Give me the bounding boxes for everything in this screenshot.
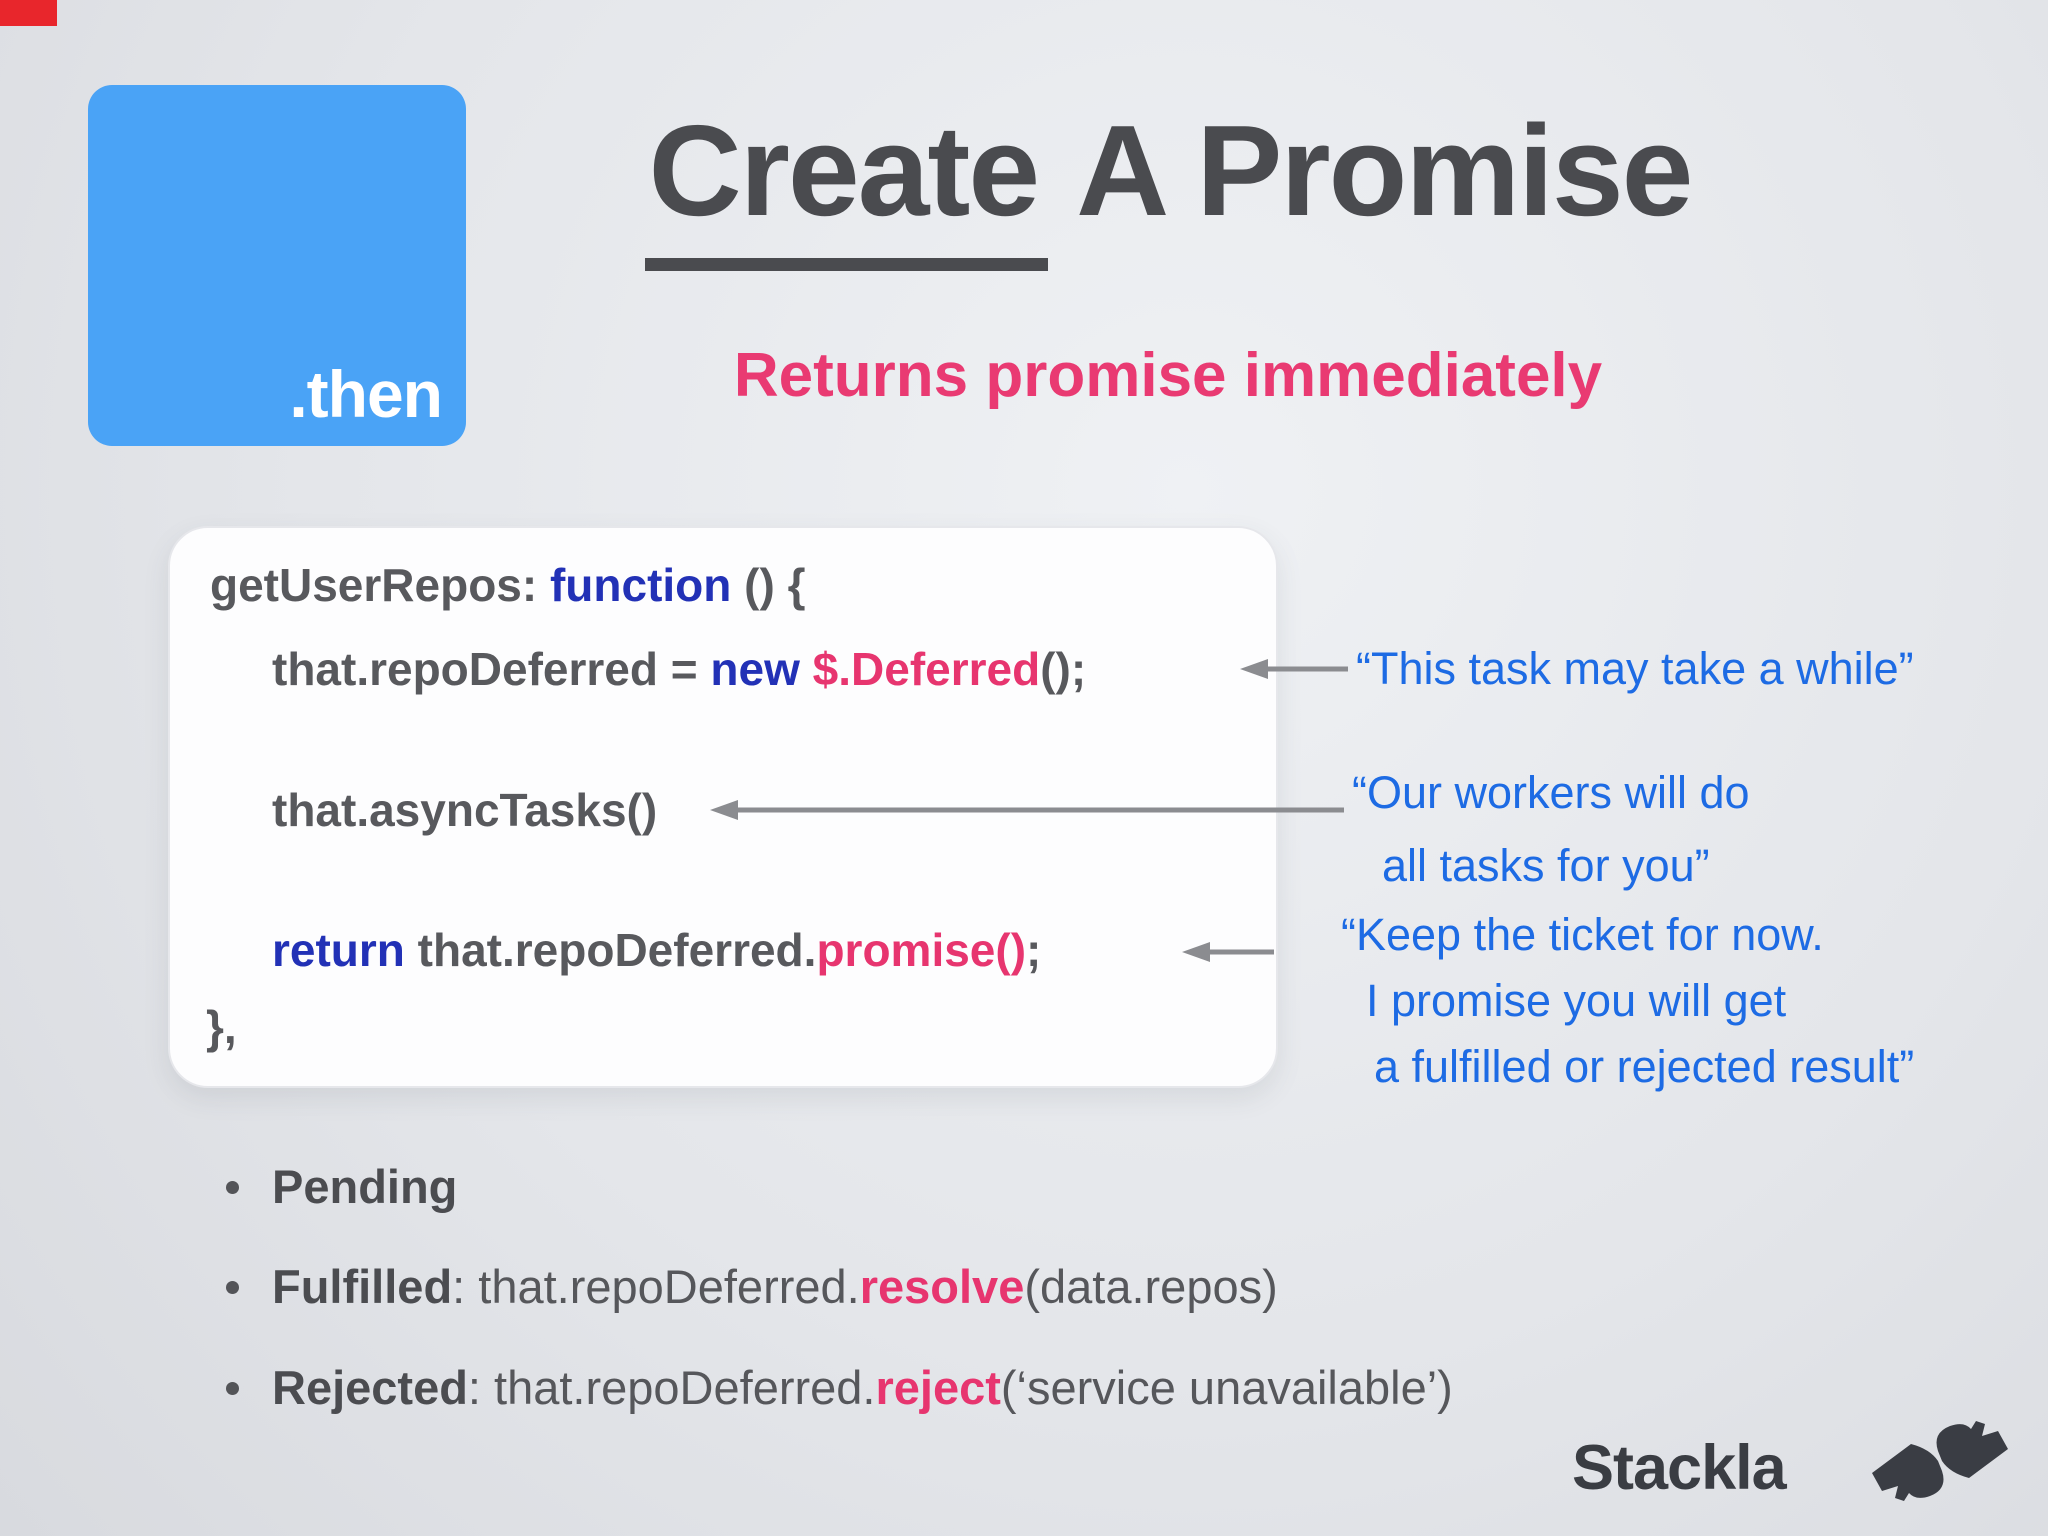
code-l2-parens: (); bbox=[1040, 643, 1087, 695]
bullet-pending: Pending bbox=[272, 1159, 457, 1215]
bullet-dot bbox=[226, 1181, 239, 1194]
annotation-async-line1: “Our workers will do bbox=[1352, 767, 1750, 818]
code-l2-plain: that.repoDeferred = bbox=[272, 643, 711, 695]
code-l5-brace: }, bbox=[206, 1001, 237, 1053]
annotation-promise-line1: “Keep the ticket for now. bbox=[1341, 909, 1824, 960]
code-line-3: that.asyncTasks() bbox=[272, 781, 657, 839]
bullet-fulfilled-tail: (data.repos) bbox=[1024, 1260, 1278, 1313]
code-l2-keyword-new: new bbox=[710, 643, 813, 695]
code-l1-keyword-function: function bbox=[549, 559, 732, 611]
annotation-deferred: “This task may take a while” bbox=[1356, 643, 1914, 694]
annotation-promise-line2: I promise you will get bbox=[1366, 975, 1787, 1026]
recording-marker bbox=[0, 0, 57, 26]
code-block-card: getUserRepos: function () { that.repoDef… bbox=[168, 526, 1278, 1088]
page-subtitle: Returns promise immediately bbox=[733, 341, 1603, 410]
page-title-underlined-word: Create bbox=[644, 88, 1049, 271]
then-badge: .then bbox=[88, 85, 466, 446]
bullet-fulfilled-label: Fulfilled bbox=[272, 1260, 453, 1313]
code-l4-promise: promise() bbox=[816, 924, 1027, 976]
annotation-promise-line3: a fulfilled or rejected result” bbox=[1374, 1041, 1915, 1092]
code-l4-semicolon: ; bbox=[1026, 924, 1042, 976]
bullet-rejected: Rejected: that.repoDeferred.reject(‘serv… bbox=[272, 1360, 1453, 1416]
bullet-fulfilled-keyword: resolve bbox=[859, 1260, 1025, 1313]
bullet-dot bbox=[226, 1281, 239, 1294]
annotation-async-line2: all tasks for you” bbox=[1382, 840, 1710, 891]
left-arrow-deferred-icon bbox=[1240, 659, 1348, 679]
code-line-1: getUserRepos: function () { bbox=[210, 556, 805, 614]
bullet-rejected-mid: : that.repoDeferred. bbox=[467, 1361, 876, 1414]
page-title-rest: A Promise bbox=[1076, 99, 1693, 243]
then-badge-label: .then bbox=[289, 357, 443, 431]
code-line-2: that.repoDeferred = new $.Deferred(); bbox=[272, 640, 1086, 698]
code-l4-keyword-return: return bbox=[272, 924, 405, 976]
bullet-fulfilled: Fulfilled: that.repoDeferred.resolve(dat… bbox=[272, 1259, 1278, 1315]
code-l1-plain: getUserRepos: bbox=[210, 559, 550, 611]
code-line-4: return that.repoDeferred.promise(); bbox=[272, 921, 1041, 979]
stackla-wordmark: Stackla bbox=[1572, 1433, 1787, 1503]
code-l2-deferred: $.Deferred bbox=[812, 643, 1041, 695]
stackla-logo-icon bbox=[1872, 1421, 2008, 1501]
code-l1-braces: () { bbox=[731, 559, 806, 611]
bullet-rejected-keyword: reject bbox=[875, 1361, 1001, 1414]
bullet-dot bbox=[226, 1382, 239, 1395]
left-arrow-async-tasks-icon bbox=[710, 800, 1344, 820]
bullet-rejected-tail: (‘service unavailable’) bbox=[1000, 1361, 1453, 1414]
bullet-pending-label: Pending bbox=[272, 1160, 458, 1213]
code-l3-plain: that.asyncTasks() bbox=[272, 784, 658, 836]
left-arrow-promise-icon bbox=[1182, 942, 1274, 962]
bullet-rejected-label: Rejected bbox=[272, 1361, 468, 1414]
bullet-fulfilled-mid: : that.repoDeferred. bbox=[452, 1260, 860, 1313]
code-l4-plain: that.repoDeferred. bbox=[404, 924, 817, 976]
code-line-5: }, bbox=[206, 998, 237, 1056]
